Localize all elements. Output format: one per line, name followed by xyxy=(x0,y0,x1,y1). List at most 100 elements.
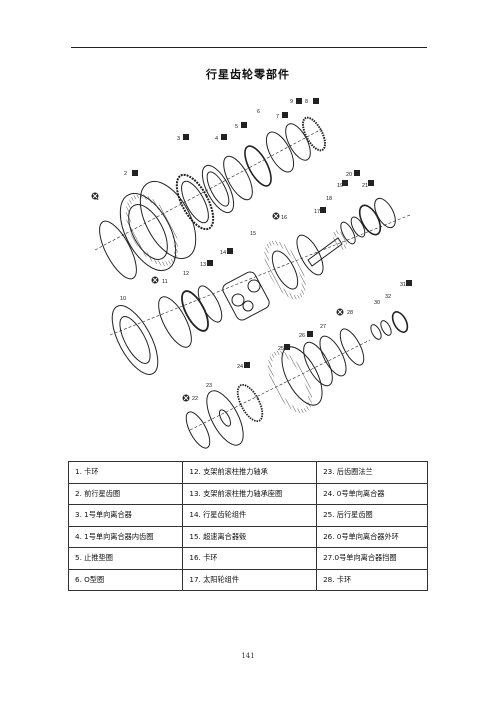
callout-23: 23 xyxy=(206,383,212,389)
part-15-overdrive-clutch-hub xyxy=(264,240,306,300)
lock-icon xyxy=(406,280,412,286)
x-circle-icon xyxy=(91,192,99,200)
lock-icon xyxy=(221,134,227,140)
callout-5: 5 xyxy=(235,124,238,130)
callout-13: 13 xyxy=(200,262,206,268)
part-13-bearing-race xyxy=(197,285,223,323)
lock-icon xyxy=(342,180,348,186)
part-4-inner-race xyxy=(201,164,235,214)
part-31-ring xyxy=(391,311,409,333)
lock-icon xyxy=(368,180,374,186)
callout-6: 6 xyxy=(257,109,260,115)
lock-icon xyxy=(284,344,290,350)
callout-24: 24 xyxy=(237,364,243,370)
lock-icon xyxy=(313,98,319,104)
table-cell: 15. 超速离合器毂 xyxy=(182,525,318,548)
table-cell: 27.0号单向离合器挡圈 xyxy=(316,547,428,570)
table-cell: 5. 止推垫圈 xyxy=(67,547,184,570)
table-cell: 14. 行星齿轮组件 xyxy=(182,504,318,527)
table-cell: 13. 支架前滚柱推力轴承座圈 xyxy=(182,482,318,505)
callout-9: 9 xyxy=(290,99,293,105)
lock-icon xyxy=(132,170,138,176)
x-circle-icon xyxy=(336,308,344,316)
table-cell: 1. 卡环 xyxy=(67,461,184,484)
x-circle-icon xyxy=(151,276,159,284)
callout-11: 11 xyxy=(162,279,168,285)
callout-17: 17 xyxy=(314,209,320,215)
callout-26: 26 xyxy=(299,333,305,339)
table-cell: 23. 后齿圈法兰 xyxy=(316,461,428,484)
callout-2: 2 xyxy=(124,171,127,177)
part-17-sun-gear-assembly xyxy=(307,230,348,267)
table-cell: 28. 卡环 xyxy=(316,568,428,591)
lock-icon xyxy=(244,362,250,368)
lock-icon xyxy=(307,331,313,337)
callout-10: 10 xyxy=(120,296,126,302)
part-32-ring xyxy=(380,320,392,336)
callout-16: 16 xyxy=(281,215,287,221)
part-18-ring xyxy=(340,221,356,245)
part-23-rear-ring-gear-flange xyxy=(206,390,244,446)
part-28-snap-ring xyxy=(339,328,365,366)
table-cell: 3. 1号单向离合器 xyxy=(67,504,184,527)
callout-28: 28 xyxy=(347,310,353,316)
table-cell: 26. 0号单向离合器外环 xyxy=(316,525,428,548)
callout-21: 21 xyxy=(362,183,368,189)
callout-27: 27 xyxy=(320,324,326,330)
part-25-rear-planetary-ring-gear xyxy=(267,346,323,414)
callout-3: 3 xyxy=(177,136,180,142)
table-row: 2. 前行星齿圈 13. 支架前滚柱推力轴承座圈 24. 0号单向离合器 xyxy=(67,482,428,505)
callout-4: 4 xyxy=(215,136,218,142)
x-circle-icon xyxy=(182,394,190,402)
table-cell: 17. 太阳轮组件 xyxy=(182,568,318,591)
callout-12: 12 xyxy=(183,271,189,277)
callout-20: 20 xyxy=(346,172,352,178)
table-row: 3. 1号单向离合器 14. 行星齿轮组件 25. 后行星齿圈 xyxy=(67,504,428,527)
lock-icon xyxy=(354,170,360,176)
table-row: 4. 1号单向离合器内齿圈 15. 超速离合器毂 26. 0号单向离合器外环 xyxy=(67,525,428,548)
x-circle-icon xyxy=(272,212,280,220)
callout-32: 32 xyxy=(385,294,391,300)
callout-30: 30 xyxy=(374,300,380,306)
table-cell: 4. 1号单向离合器内齿圈 xyxy=(67,525,184,548)
page-number: 141 xyxy=(241,652,255,660)
part-14-planetary-gear-assembly xyxy=(222,271,270,321)
callout-25: 25 xyxy=(278,346,284,352)
table-cell: 24. 0号单向离合器 xyxy=(316,482,428,505)
part-24-one-way-clutch xyxy=(236,383,264,423)
table-cell: 25. 后行星齿圈 xyxy=(316,504,428,527)
callout-18: 18 xyxy=(326,196,332,202)
part-6-o-ring xyxy=(244,145,272,187)
lock-icon xyxy=(282,112,288,118)
exploded-view-diagram: 1 2 3 4 5 6 7 8 9 10 11 12 13 14 15 16 1… xyxy=(91,98,412,449)
callout-22: 22 xyxy=(192,396,198,402)
lock-icon xyxy=(183,134,189,140)
part-27-retainer xyxy=(319,335,347,377)
table-cell: 12. 支架前滚柱推力轴承 xyxy=(182,461,318,484)
part-1-snap-ring xyxy=(99,220,137,280)
table-cell: 16. 卡环 xyxy=(182,547,318,570)
parts-table: 1. 卡环 12. 支架前滚柱推力轴承 23. 后齿圈法兰 2. 前行星齿圈 1… xyxy=(67,461,428,591)
header-rule xyxy=(71,47,427,48)
part-26-outer-race xyxy=(303,341,333,387)
part-2-front-ring-gear xyxy=(119,181,197,271)
table-row: 1. 卡环 12. 支架前滚柱推力轴承 23. 后齿圈法兰 xyxy=(67,461,428,484)
callout-7: 7 xyxy=(276,114,279,120)
part-30-ring xyxy=(370,324,382,340)
callout-8: 8 xyxy=(305,99,308,105)
table-cell: 6. O型圈 xyxy=(67,568,184,591)
part-12-thrust-bearing xyxy=(181,290,209,332)
callout-15: 15 xyxy=(250,231,256,237)
part-7-ring xyxy=(265,131,295,173)
part-21-ring xyxy=(374,197,396,229)
part-20-ring xyxy=(358,204,382,236)
callout-14: 14 xyxy=(220,250,226,256)
lock-icon xyxy=(241,122,247,128)
lock-icon xyxy=(207,260,213,266)
table-row: 6. O型圈 17. 太阳轮组件 28. 卡环 xyxy=(67,568,428,591)
table-cell: 2. 前行星齿圈 xyxy=(67,482,184,505)
callout-31: 31 xyxy=(400,282,406,288)
part-19-ring xyxy=(350,216,366,238)
lock-icon xyxy=(227,248,233,254)
part-16-snap-ring xyxy=(296,234,324,276)
